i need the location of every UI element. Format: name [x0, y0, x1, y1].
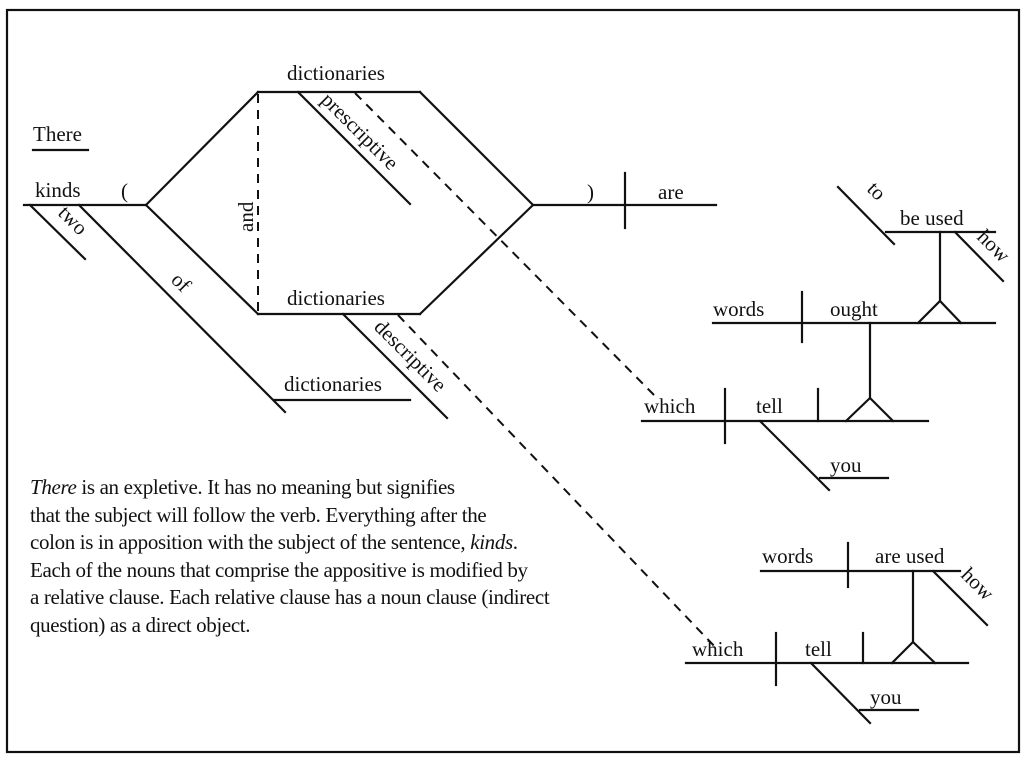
word-ought: ought [830, 297, 878, 321]
preposition-line-of [77, 203, 287, 414]
word-prescriptive: prescriptive [316, 88, 403, 175]
word-are: are [658, 180, 684, 204]
fork-upper-right [418, 90, 535, 207]
modifier-line-how-upper [953, 230, 1005, 283]
diagram-frame [5, 8, 1021, 754]
infinitive-marker-line [836, 185, 896, 246]
word-you-lower: you [870, 685, 902, 709]
modifier-line-descriptive [341, 312, 449, 420]
note-line: There is an expletive. It has no meaning… [30, 475, 455, 499]
word-be-used: be used [900, 206, 964, 230]
note-line: colon is in apposition with the subject … [30, 530, 518, 554]
note-line: Each of the nouns that comprise the appo… [30, 557, 528, 582]
word-you-upper: you [830, 453, 862, 477]
close-paren: ) [587, 180, 594, 204]
modifier-line-prescriptive [296, 90, 412, 206]
word-appositive-bottom: dictionaries [287, 286, 385, 310]
relative-connector-upper [354, 92, 657, 398]
word-words-upper: words [713, 297, 764, 321]
word-which-upper: which [644, 394, 696, 418]
pedestal-noun-clause-lower [890, 640, 937, 665]
note-line: question) as a direct object. [30, 612, 251, 637]
word-which-lower: which [692, 637, 744, 661]
word-kinds: kinds [35, 178, 81, 202]
word-of-dictionaries: dictionaries [284, 372, 382, 396]
word-appositive-top: dictionaries [287, 61, 385, 85]
modifier-line-two [28, 203, 87, 261]
fork-upper-left [144, 90, 260, 207]
modifier-line-how-lower [931, 569, 989, 627]
explanation-note: There is an expletive. It has no meaning… [30, 474, 640, 639]
word-are-used: are used [875, 544, 945, 568]
relative-clause-descriptive: words are used how which tell you [684, 541, 1000, 725]
relative-clause-prescriptive: to be used how words ought which tell yo… [640, 177, 1016, 492]
word-to: to [862, 177, 891, 206]
relative-connector-lower [397, 314, 718, 650]
pedestal-noun-clause-upper [844, 396, 895, 423]
word-and: and [234, 201, 258, 232]
word-tell-upper: tell [756, 394, 783, 418]
fork-lower-left [144, 203, 260, 316]
word-tell-lower: tell [805, 637, 832, 661]
fork-lower-right [418, 203, 535, 316]
note-line: that the subject will follow the verb. E… [30, 502, 487, 527]
word-there: There [33, 122, 82, 146]
pedestal-infinitive [916, 299, 963, 325]
note-line: a relative clause. Each relative clause … [30, 585, 550, 609]
word-how-lower: how [956, 563, 999, 606]
indirect-object-line-upper [758, 419, 831, 492]
indirect-object-line-lower [809, 661, 872, 725]
open-paren: ( [121, 179, 128, 203]
word-of: of [166, 268, 195, 297]
word-words-lower: words [762, 544, 813, 568]
